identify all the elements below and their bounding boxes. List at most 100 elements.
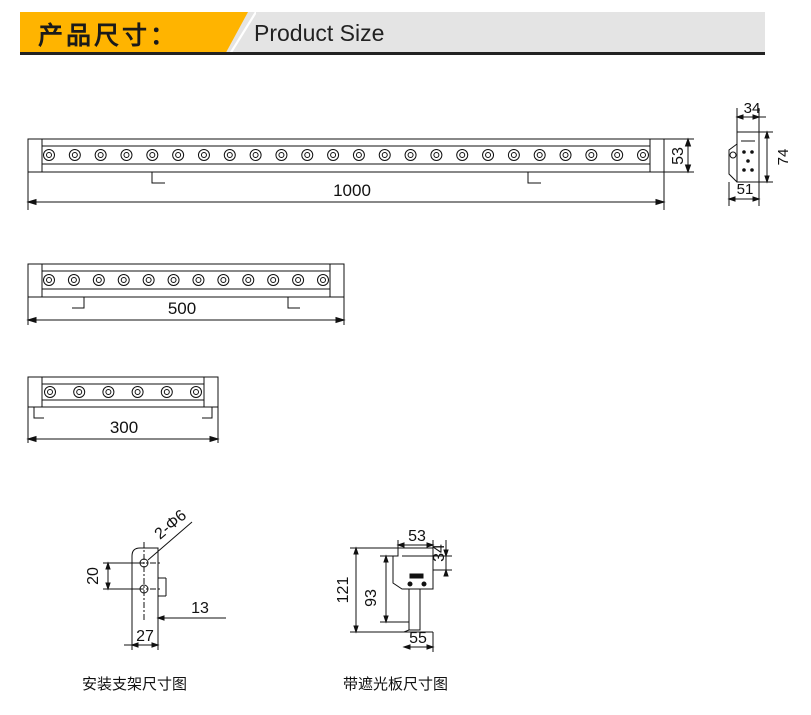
led-outer [223,149,236,161]
dim-height-53-label: 53 [670,147,687,165]
led-inner [97,152,104,158]
led-outer [190,386,202,398]
led-inner [245,277,252,283]
shade-121-label: 121 [335,577,352,604]
led-inner [295,277,302,283]
led-inner [200,152,207,158]
led-row-500 [43,274,329,286]
led-outer [73,386,86,398]
led-outer [327,149,340,161]
header-underline [20,52,765,55]
led-outer [249,149,262,161]
led-inner [175,152,182,158]
led-outer [67,274,80,286]
led-outer [94,149,107,161]
led-inner [70,277,77,283]
led-inner [163,389,170,395]
header-accent [20,12,248,54]
bar-1000: 1000 53 [26,137,694,210]
led-outer [292,274,305,286]
led-inner [120,277,127,283]
led-outer [131,386,144,398]
led-inner [407,152,414,158]
led-outer [585,149,598,161]
bar-500: 500 [26,263,346,325]
led-inner [220,277,227,283]
section-header: 产品尺寸： Product Size [20,12,765,55]
led-outer [430,149,443,161]
led-outer [160,386,173,398]
dim-1000-label: 1000 [333,181,371,200]
led-inner [47,389,53,395]
led-outer [44,386,56,398]
led-outer [192,274,205,286]
led-outer [611,149,624,161]
led-outer [301,149,314,161]
led-inner [76,389,83,395]
led-outer [102,386,115,398]
led-outer [92,274,105,286]
led-inner [278,152,285,158]
led-inner [145,277,152,283]
led-inner [71,152,78,158]
led-inner [195,277,202,283]
led-outer [559,149,572,161]
led-outer [317,274,329,286]
shade-34-label: 34 [431,544,448,562]
led-outer [146,149,159,161]
led-outer [120,149,133,161]
shade-drawing: 121 93 53 34 55 [335,528,452,652]
led-outer [242,274,255,286]
led-inner [226,152,233,158]
led-outer [533,149,546,161]
bracket-27-label: 27 [136,628,154,645]
bracket-drawing: 2-Φ6 20 13 27 [85,507,226,650]
dim-side-51-label: 51 [737,181,754,198]
shade-93-label: 93 [363,589,380,607]
led-inner [149,152,156,158]
led-inner [95,277,102,283]
led-outer [43,274,55,286]
led-outer [172,149,185,161]
led-outer [404,149,417,161]
led-inner [433,152,440,158]
led-inner [320,277,326,283]
header-slash [230,12,256,54]
led-inner [270,277,277,283]
led-outer [637,149,649,161]
led-inner [355,152,362,158]
led-outer [43,149,55,161]
title-english: Product Size [254,20,385,46]
led-row-300 [44,386,202,398]
led-outer [352,149,365,161]
led-row-1000 [43,149,649,161]
dim-side-74-label: 74 [775,149,792,166]
led-outer [456,149,469,161]
led-inner [193,389,199,395]
led-inner [46,152,52,158]
led-inner [562,152,569,158]
led-inner [46,277,52,283]
bracket-13-label: 13 [191,600,209,617]
shade-53-label: 53 [408,528,426,545]
led-outer [482,149,495,161]
led-outer [267,274,280,286]
title-chinese: 产品尺寸： [38,21,179,50]
led-outer [217,274,230,286]
bracket-20-label: 20 [85,567,102,585]
led-outer [142,274,155,286]
side-view: 34 74 51 [727,100,792,206]
led-inner [252,152,259,158]
led-outer [167,274,180,286]
led-inner [588,152,595,158]
led-inner [640,152,646,158]
led-inner [459,152,466,158]
bracket-hole-label: 2-Φ6 [152,507,190,543]
led-outer [507,149,520,161]
dim-300-label: 300 [110,418,138,437]
bar-300: 300 [26,376,220,443]
led-outer [197,149,210,161]
led-inner [123,152,130,158]
led-inner [105,389,112,395]
